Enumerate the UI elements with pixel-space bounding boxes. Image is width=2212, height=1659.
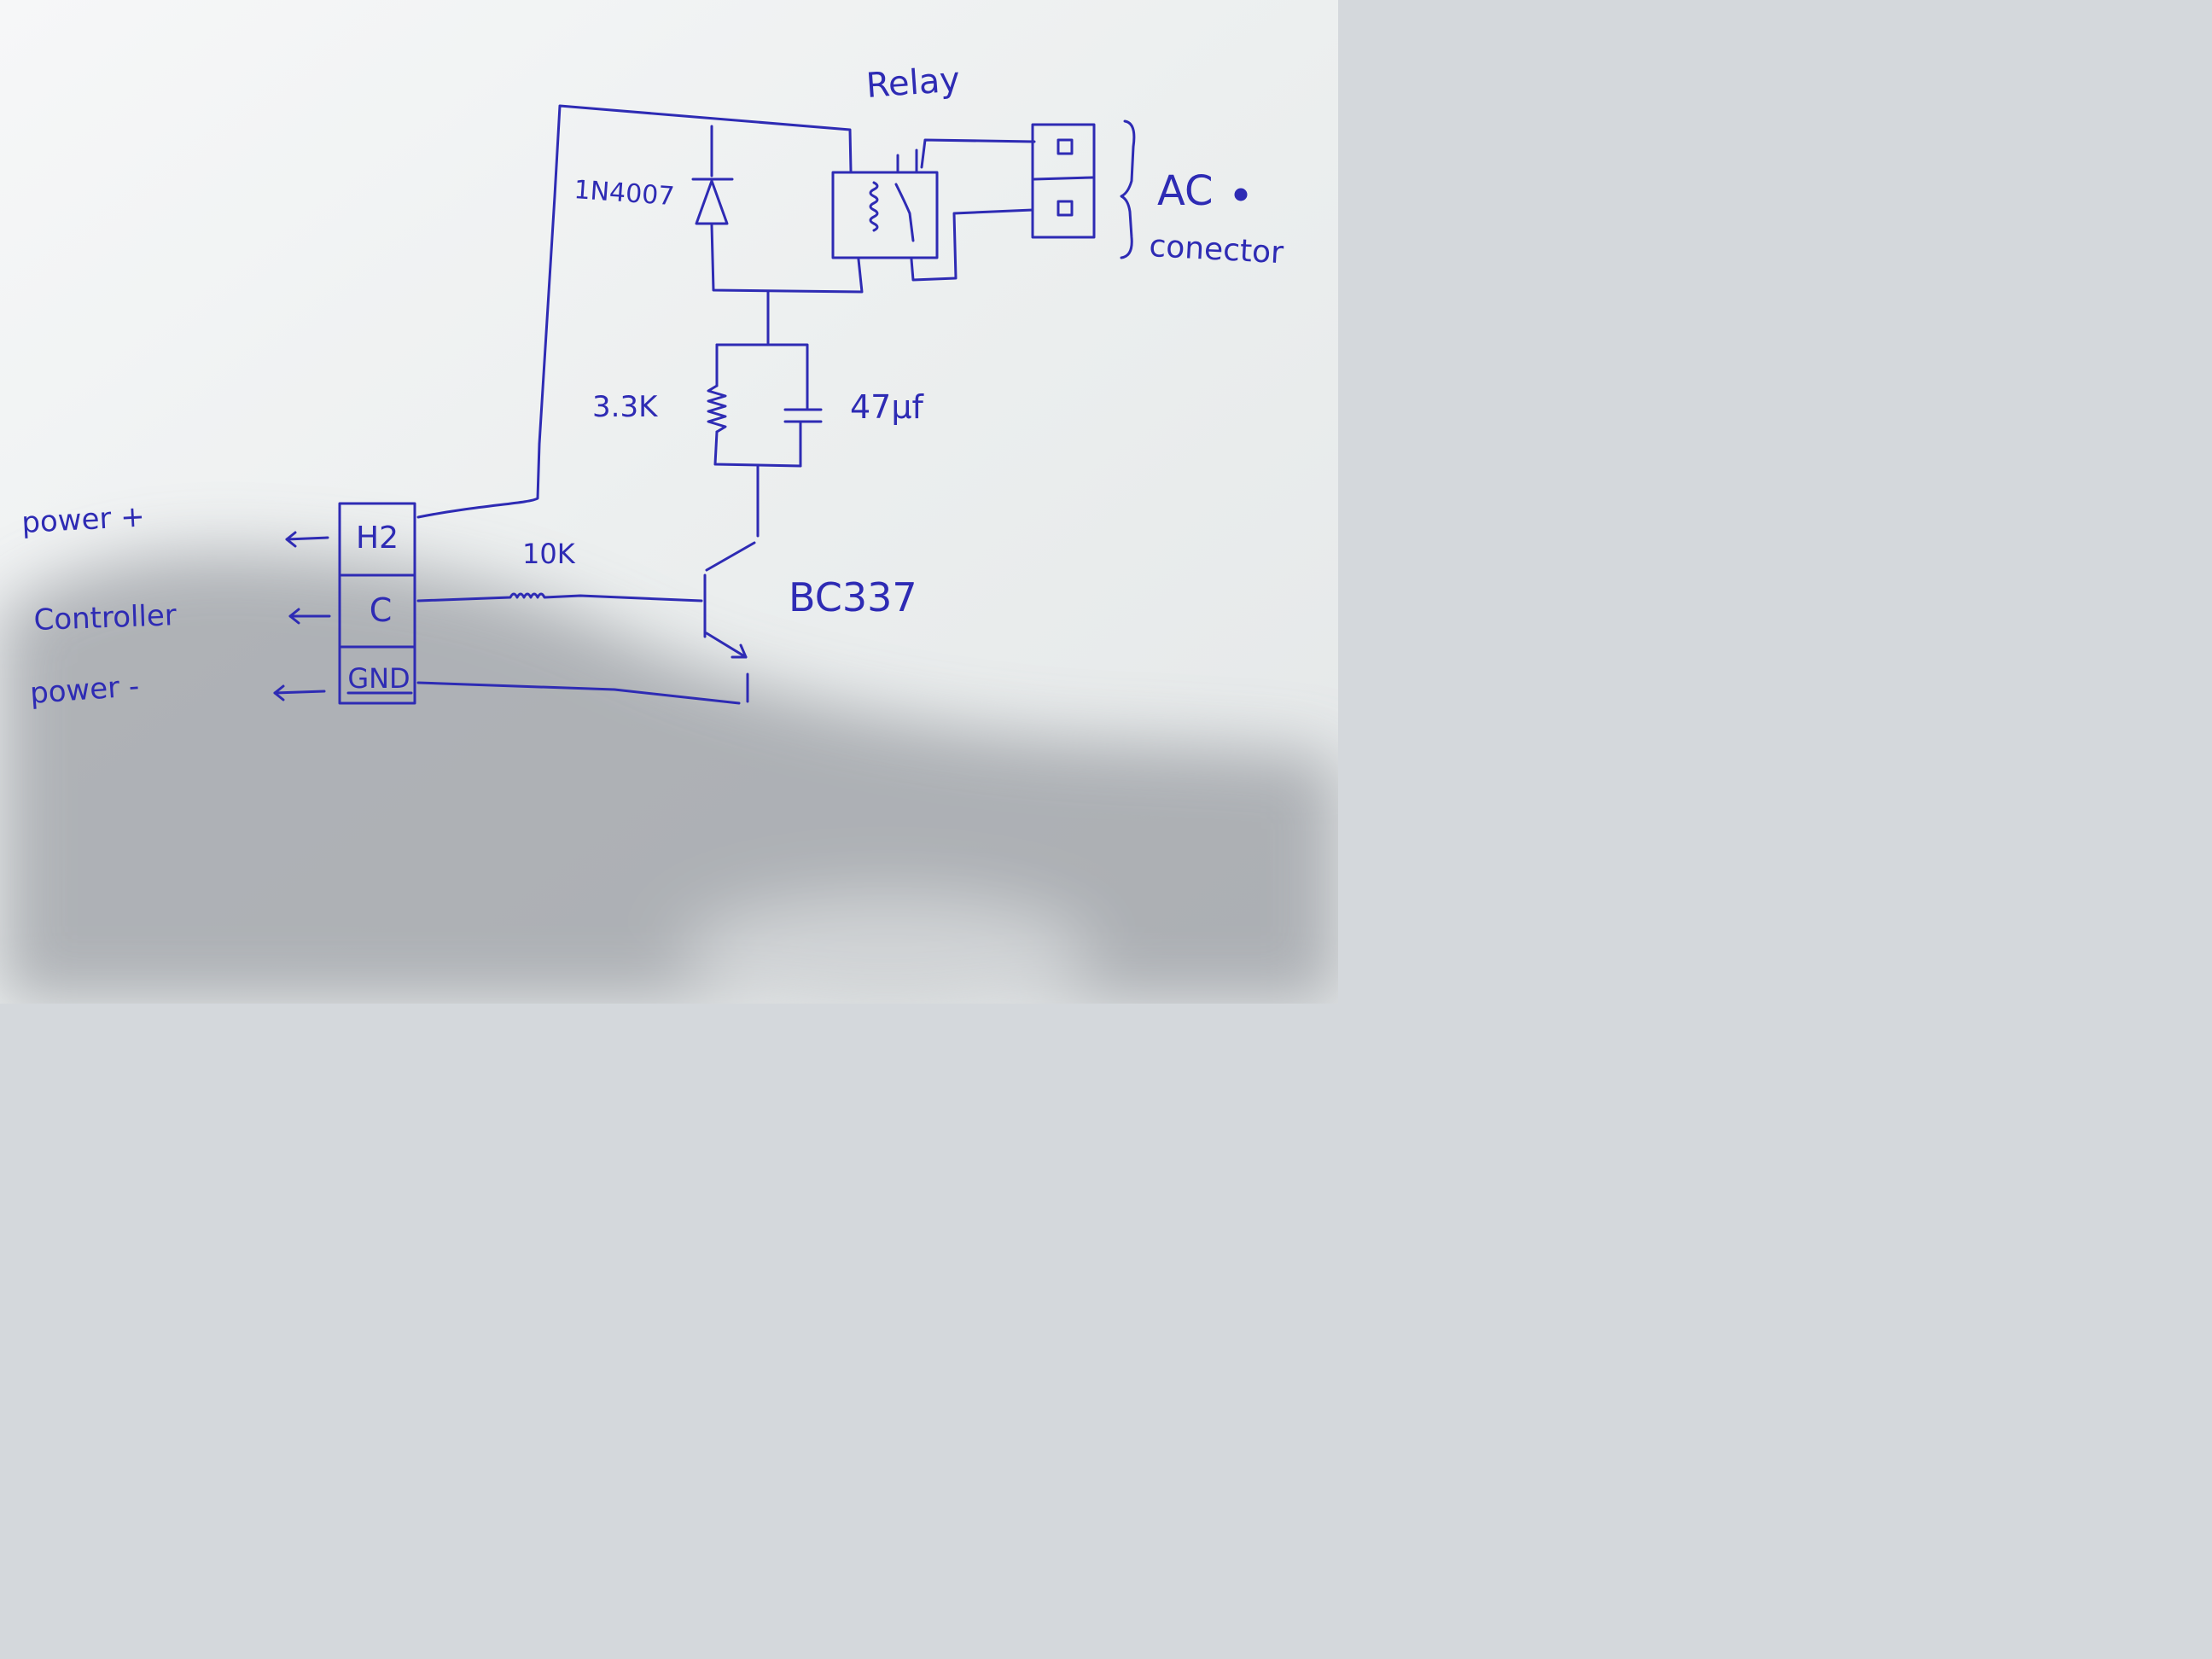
base-resistor-label: 10K <box>522 538 576 570</box>
base-wire <box>416 592 703 602</box>
schematic-ink <box>273 104 1248 705</box>
capacitor-label: 47µf <box>850 388 925 426</box>
ac-connector-dot <box>1234 188 1248 201</box>
terminal-pin-gnd: GND <box>347 662 410 695</box>
circuit-sketch: Relay 1N4007 3.3K 47µf 10K BC337 AC cone… <box>0 0 1338 1004</box>
capacitor-symbol <box>783 382 823 468</box>
transistor-symbol <box>703 541 756 703</box>
diode-symbol <box>691 178 734 225</box>
rc-left-bottom-wire <box>713 430 802 468</box>
power-minus-label: power - <box>29 669 141 711</box>
power-plus-arrow <box>285 531 329 548</box>
terminal-pin-c: C <box>370 591 393 629</box>
collector-resistor-label: 3.3K <box>592 390 659 424</box>
relay-contact-wire-top <box>920 138 1036 169</box>
controller-label: Controller <box>33 598 178 637</box>
connector-label: conector <box>1149 229 1285 271</box>
terminal-block <box>338 502 416 705</box>
diode-label: 1N4007 <box>573 175 675 212</box>
power-plus-label: power + <box>20 499 145 540</box>
collector-resistor-symbol <box>707 384 727 434</box>
ac-connector-block <box>1031 123 1096 239</box>
camera-shadow <box>0 552 1338 1004</box>
ground-wire <box>416 681 741 705</box>
ac-connector-brace <box>1120 119 1136 259</box>
power-minus-arrow <box>273 684 326 701</box>
supply-wire <box>416 104 853 519</box>
controller-arrow <box>288 608 331 625</box>
relay-symbol <box>831 148 939 259</box>
relay-label: Relay <box>864 60 961 106</box>
rc-top-wire <box>715 343 809 386</box>
terminal-pin-h2: H2 <box>356 521 399 556</box>
ac-label: AC <box>1157 167 1214 215</box>
diode-wire-bottom <box>710 224 864 294</box>
relay-contact-wire-bottom <box>910 208 1034 282</box>
transistor-label: BC337 <box>789 574 917 620</box>
